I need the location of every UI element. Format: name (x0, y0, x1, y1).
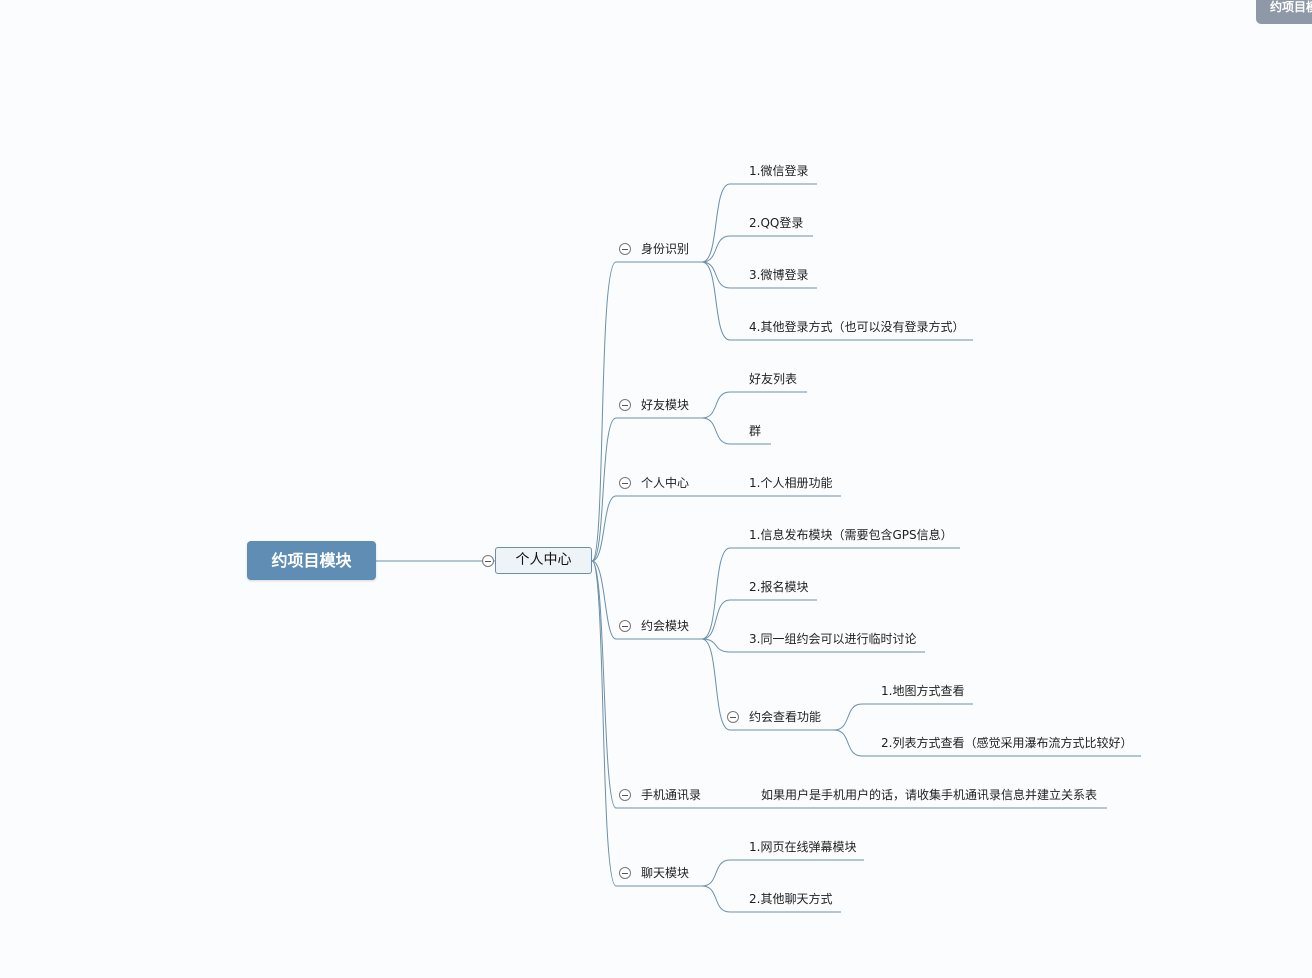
hub-node[interactable]: 个人中心 (495, 547, 592, 574)
hub-collapse-icon[interactable] (482, 555, 494, 567)
leaf-node[interactable]: 3.微博登录 (749, 268, 809, 282)
connector-branch-contacts (591, 560, 1107, 809)
leaf-node[interactable]: 1.个人相册功能 (749, 476, 833, 490)
connector-leaf (701, 638, 925, 653)
collapse-icon[interactable] (619, 477, 631, 489)
collapse-icon[interactable] (619, 867, 631, 879)
branch-node-friends[interactable]: 好友模块 (641, 398, 690, 412)
branch-node-chat[interactable]: 聊天模块 (641, 866, 690, 880)
sub-branch-node-dating-view[interactable]: 约会查看功能 (749, 710, 822, 724)
leaf-node[interactable]: 如果用户是手机用户的话，请收集手机通讯录信息并建立关系表 (761, 788, 1098, 802)
connector-leaf (701, 391, 807, 419)
leaf-node[interactable]: 1.微信登录 (749, 164, 809, 178)
leaf-node[interactable]: 1.信息发布模块（需要包含GPS信息） (749, 528, 953, 542)
collapse-icon[interactable] (619, 789, 631, 801)
collapse-icon[interactable] (619, 620, 631, 632)
connector-leaf (701, 885, 841, 913)
connector-branch-personal (591, 495, 702, 562)
connector-sub-branch (701, 638, 834, 731)
connector-leaf (701, 261, 817, 289)
connector-leaf (701, 599, 817, 640)
leaf-node[interactable]: 2.其他聊天方式 (749, 892, 833, 906)
leaf-node[interactable]: 1.网页在线弹幕模块 (749, 840, 857, 854)
root-node[interactable]: 约项目模块 (247, 541, 376, 580)
connector-leaf (701, 261, 973, 341)
connector-branch-friends (591, 417, 702, 562)
leaf-node[interactable]: 2.QQ登录 (749, 216, 804, 230)
connector-leaf (701, 235, 813, 263)
leaf-node[interactable]: 2.列表方式查看（感觉采用瀑布流方式比较好） (881, 736, 1133, 750)
branch-node-identity[interactable]: 身份识别 (641, 242, 690, 256)
connector-leaf (701, 859, 864, 887)
connector-branch-chat (591, 560, 702, 887)
leaf-node[interactable]: 2.报名模块 (749, 580, 809, 594)
connector-leaf (833, 703, 973, 731)
connector-branch-identity (591, 261, 702, 562)
leaf-node[interactable]: 好友列表 (749, 372, 798, 386)
connector-branch-dating (591, 560, 702, 640)
connector-leaf (833, 729, 1141, 757)
branch-node-dating[interactable]: 约会模块 (641, 619, 690, 633)
leaf-node[interactable]: 群 (749, 424, 762, 438)
collapse-icon[interactable] (619, 399, 631, 411)
connector-leaf (701, 547, 960, 640)
collapse-icon[interactable] (727, 711, 739, 723)
leaf-node[interactable]: 3.同一组约会可以进行临时讨论 (749, 632, 917, 646)
branch-node-contacts[interactable]: 手机通讯录 (641, 788, 702, 802)
connector-leaf (701, 183, 817, 263)
collapse-icon[interactable] (619, 243, 631, 255)
connector-lines (376, 183, 1141, 913)
leaf-node[interactable]: 1.地图方式查看 (881, 684, 965, 698)
connector-leaf (701, 417, 771, 445)
corner-tab[interactable]: 约项目模块 (1256, 0, 1312, 24)
leaf-node[interactable]: 4.其他登录方式（也可以没有登录方式） (749, 320, 965, 334)
branch-node-personal[interactable]: 个人中心 (641, 476, 690, 490)
